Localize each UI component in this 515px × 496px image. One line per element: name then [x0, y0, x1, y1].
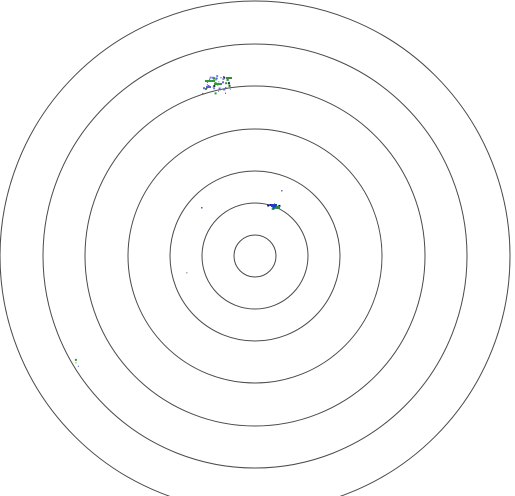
cluster-point [274, 203, 275, 205]
cluster-point [212, 86, 214, 88]
cluster-point [207, 82, 208, 83]
cluster-point [223, 76, 225, 77]
cluster-point [267, 204, 270, 207]
cluster-point [217, 84, 219, 86]
cluster-point [226, 78, 229, 81]
cluster-point [75, 362, 77, 364]
cluster-streak [205, 80, 215, 82]
cluster-point [215, 79, 217, 81]
cluster-point [227, 82, 230, 85]
cluster-streak [226, 77, 232, 79]
cluster-point [278, 204, 281, 207]
ring-3 [169, 170, 341, 342]
cluster-point [213, 87, 216, 90]
cluster-point [229, 88, 231, 90]
ring-1 [233, 234, 277, 278]
ring-5 [84, 85, 426, 427]
ring-4 [127, 128, 383, 384]
stray-point [186, 272, 188, 274]
cluster-point [213, 77, 215, 80]
cluster-point [273, 206, 276, 209]
cluster-point [219, 89, 221, 91]
cluster-point [202, 92, 204, 94]
cluster-point [214, 92, 217, 95]
cluster-point [225, 86, 227, 88]
left-lower-marks [74, 358, 79, 367]
cluster-point [77, 365, 79, 367]
cluster-point [74, 358, 77, 361]
ring-6 [42, 43, 468, 469]
cluster-point [209, 78, 211, 80]
cluster-streak [206, 86, 211, 88]
cluster-point [203, 87, 205, 90]
cluster-point [218, 81, 220, 83]
cluster-point [228, 85, 230, 87]
cluster-point [218, 87, 221, 90]
cluster-streak [214, 83, 222, 85]
cluster-point [218, 90, 220, 92]
stray-point [281, 190, 283, 192]
stray-point [201, 207, 203, 209]
cluster-point [216, 78, 218, 80]
cluster-point [270, 204, 272, 206]
cluster-point [222, 78, 225, 80]
cluster-point [206, 87, 208, 89]
cluster-point [228, 87, 230, 88]
cluster-point [204, 88, 207, 90]
cluster-point [222, 81, 224, 84]
cluster-point [209, 76, 212, 79]
cluster-point [225, 92, 226, 94]
ring-2 [201, 202, 309, 310]
cluster-point [223, 76, 226, 79]
cluster-point [206, 84, 208, 86]
cluster-streak [276, 206, 280, 209]
points-layer [74, 75, 283, 367]
cluster-point [271, 207, 274, 210]
cluster-point [216, 75, 219, 78]
cluster-point [213, 85, 216, 87]
cluster-point [225, 82, 228, 85]
cluster-streak [271, 204, 277, 207]
cluster-point [223, 88, 226, 91]
cluster-point [215, 77, 218, 80]
cluster-point [220, 77, 222, 79]
cluster-point [215, 79, 217, 81]
